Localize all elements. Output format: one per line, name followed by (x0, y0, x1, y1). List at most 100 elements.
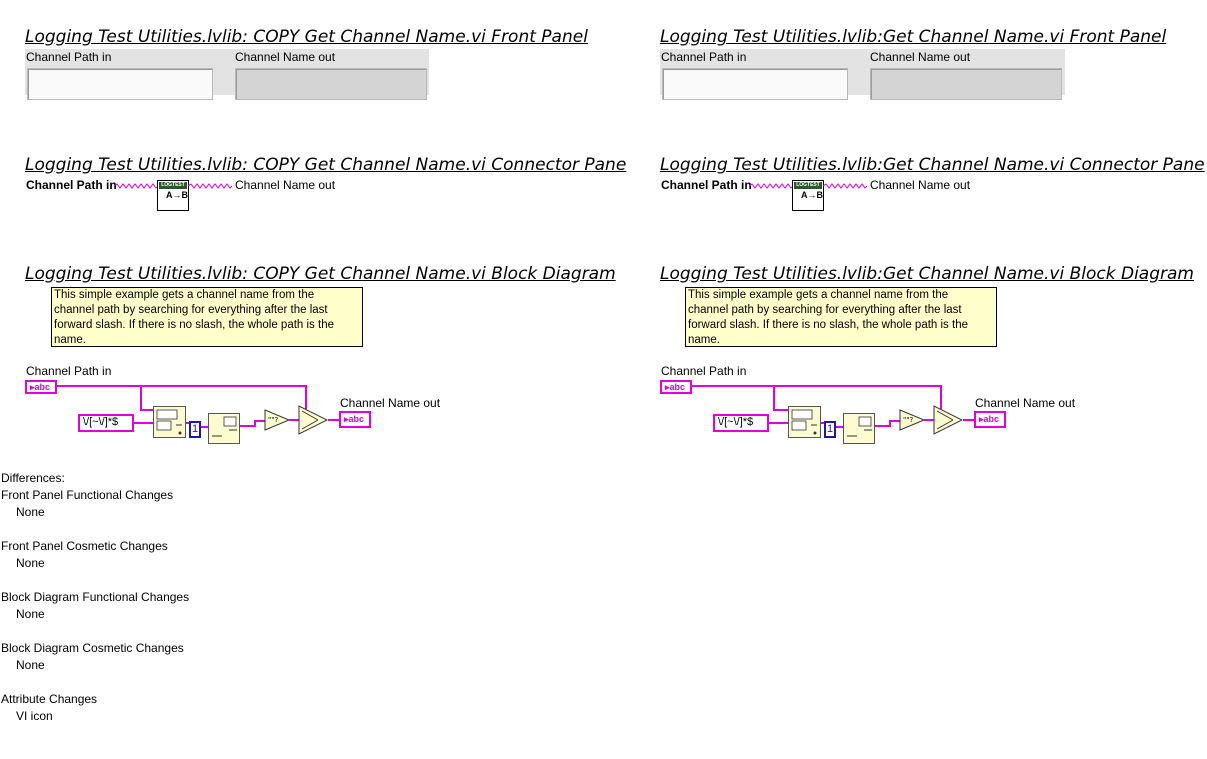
wire (140, 409, 154, 411)
wire (57, 385, 307, 387)
diff-section-value: VI icon (16, 709, 53, 723)
differences-title: Differences: (1, 471, 65, 485)
channel-path-in-terminal[interactable]: ▸abc (25, 380, 57, 394)
diagram-output-label: Channel Name out (340, 396, 441, 410)
diff-section-label: Block Diagram Functional Changes (1, 590, 190, 604)
comment-line: This simple example gets a channel name … (688, 289, 949, 301)
connector-output-wire (188, 183, 232, 189)
wire (140, 385, 142, 411)
connector-output-label: Channel Name out (235, 178, 336, 192)
channel-name-out-label: Channel Name out (870, 50, 971, 64)
empty-string-test-icon[interactable]: ""? (264, 409, 290, 431)
wire (773, 409, 789, 411)
wire (836, 426, 844, 428)
channel-name-out-indicator (870, 68, 1062, 100)
match-pattern-node[interactable] (788, 406, 821, 438)
string-subset-node[interactable] (208, 413, 240, 444)
wire (134, 422, 154, 424)
connector-input-wire (114, 183, 158, 189)
wire (924, 419, 934, 421)
string-subset-icon (847, 416, 872, 437)
wire (940, 385, 942, 409)
wire (773, 385, 775, 411)
vi-icon-glyph: A→B (166, 190, 188, 200)
diff-section-value: None (16, 556, 45, 570)
diagram-output-label: Channel Name out (975, 396, 1076, 410)
empty-string-test-icon[interactable]: ""? (899, 409, 925, 431)
regex-constant[interactable]: \/[~\/]*$ (713, 414, 769, 432)
wire (769, 422, 789, 424)
channel-name-out-label: Channel Name out (235, 50, 336, 64)
channel-path-in-control[interactable] (662, 68, 848, 100)
left-connector-title: Logging Test Utilities.lvlib: COPY Get C… (25, 155, 627, 175)
channel-name-out-terminal[interactable]: ▸abc (974, 411, 1006, 428)
match-pattern-node[interactable] (153, 406, 186, 438)
svg-text:""?: ""? (268, 416, 278, 424)
diff-section-value: None (16, 505, 45, 519)
wire (201, 426, 209, 428)
comment-line: This simple example gets a channel name … (54, 289, 315, 301)
right-front-panel-title: Logging Test Utilities.lvlib:Get Channel… (660, 27, 1167, 47)
comment-line: channel path by searching for everything… (54, 304, 328, 316)
channel-name-out-indicator (235, 68, 427, 100)
channel-name-out-terminal[interactable]: ▸abc (339, 411, 371, 428)
comment-line: name. (54, 334, 86, 346)
connector-input-label: Channel Path in (26, 178, 117, 192)
numeric-constant[interactable]: 1 (189, 421, 201, 438)
numeric-constant[interactable]: 1 (824, 421, 836, 438)
comment-line: channel path by searching for everything… (688, 304, 962, 316)
vi-icon-glyph: A→B (801, 190, 823, 200)
wire (692, 385, 942, 387)
diff-section-label: Front Panel Functional Changes (1, 488, 174, 502)
connector-input-wire (749, 183, 793, 189)
vi-icon-banner: LOGTEST (159, 182, 187, 189)
string-subset-node[interactable] (843, 413, 875, 444)
wire (875, 425, 889, 427)
vi-icon: LOGTEST A→B (157, 180, 189, 211)
wire (240, 425, 254, 427)
left-front-panel-title: Logging Test Utilities.lvlib: COPY Get C… (25, 27, 588, 47)
wire (254, 420, 256, 427)
wire (186, 422, 190, 424)
diff-section-label: Attribute Changes (1, 692, 98, 706)
match-pattern-icon (156, 409, 182, 435)
diff-section-label: Block Diagram Cosmetic Changes (1, 641, 184, 655)
wire (305, 385, 307, 409)
channel-path-in-control[interactable] (27, 68, 213, 100)
wire (889, 420, 901, 422)
diff-section-value: None (16, 607, 45, 621)
wire (254, 420, 266, 422)
connector-input-label: Channel Path in (661, 178, 752, 192)
diff-section-value: None (16, 658, 45, 672)
select-function-icon[interactable] (298, 405, 328, 435)
wire (289, 419, 299, 421)
regex-constant[interactable]: \/[~\/]*$ (78, 414, 134, 432)
diagram-input-label: Channel Path in (26, 364, 112, 378)
connector-output-label: Channel Name out (870, 178, 971, 192)
wire (963, 419, 975, 421)
right-block-diagram-title: Logging Test Utilities.lvlib:Get Channel… (660, 264, 1194, 284)
left-front-panel: Channel Path in Channel Name out (25, 49, 429, 100)
comment-note: This simple example gets a channel name … (51, 287, 363, 347)
right-front-panel: Channel Path in Channel Name out (660, 49, 1065, 100)
wire (821, 422, 825, 424)
string-subset-icon (212, 416, 237, 437)
comment-note: This simple example gets a channel name … (685, 287, 997, 347)
connector-output-wire (823, 183, 867, 189)
vi-icon: LOGTEST A→B (792, 180, 824, 211)
select-function-icon[interactable] (933, 405, 963, 435)
channel-path-in-label: Channel Path in (661, 50, 747, 64)
channel-path-in-terminal[interactable]: ▸abc (660, 380, 692, 394)
diagram-input-label: Channel Path in (661, 364, 747, 378)
svg-text:""?: ""? (903, 416, 913, 424)
wire (889, 420, 891, 427)
vi-icon-banner: LOGTEST (794, 182, 822, 189)
comment-line: forward slash. If there is no slash, the… (688, 319, 968, 331)
channel-path-in-label: Channel Path in (26, 50, 112, 64)
left-block-diagram-title: Logging Test Utilities.lvlib: COPY Get C… (25, 264, 616, 284)
comment-line: name. (688, 334, 720, 346)
comment-line: forward slash. If there is no slash, the… (54, 319, 334, 331)
wire (328, 419, 340, 421)
match-pattern-icon (791, 409, 817, 435)
right-connector-title: Logging Test Utilities.lvlib:Get Channel… (660, 155, 1205, 175)
